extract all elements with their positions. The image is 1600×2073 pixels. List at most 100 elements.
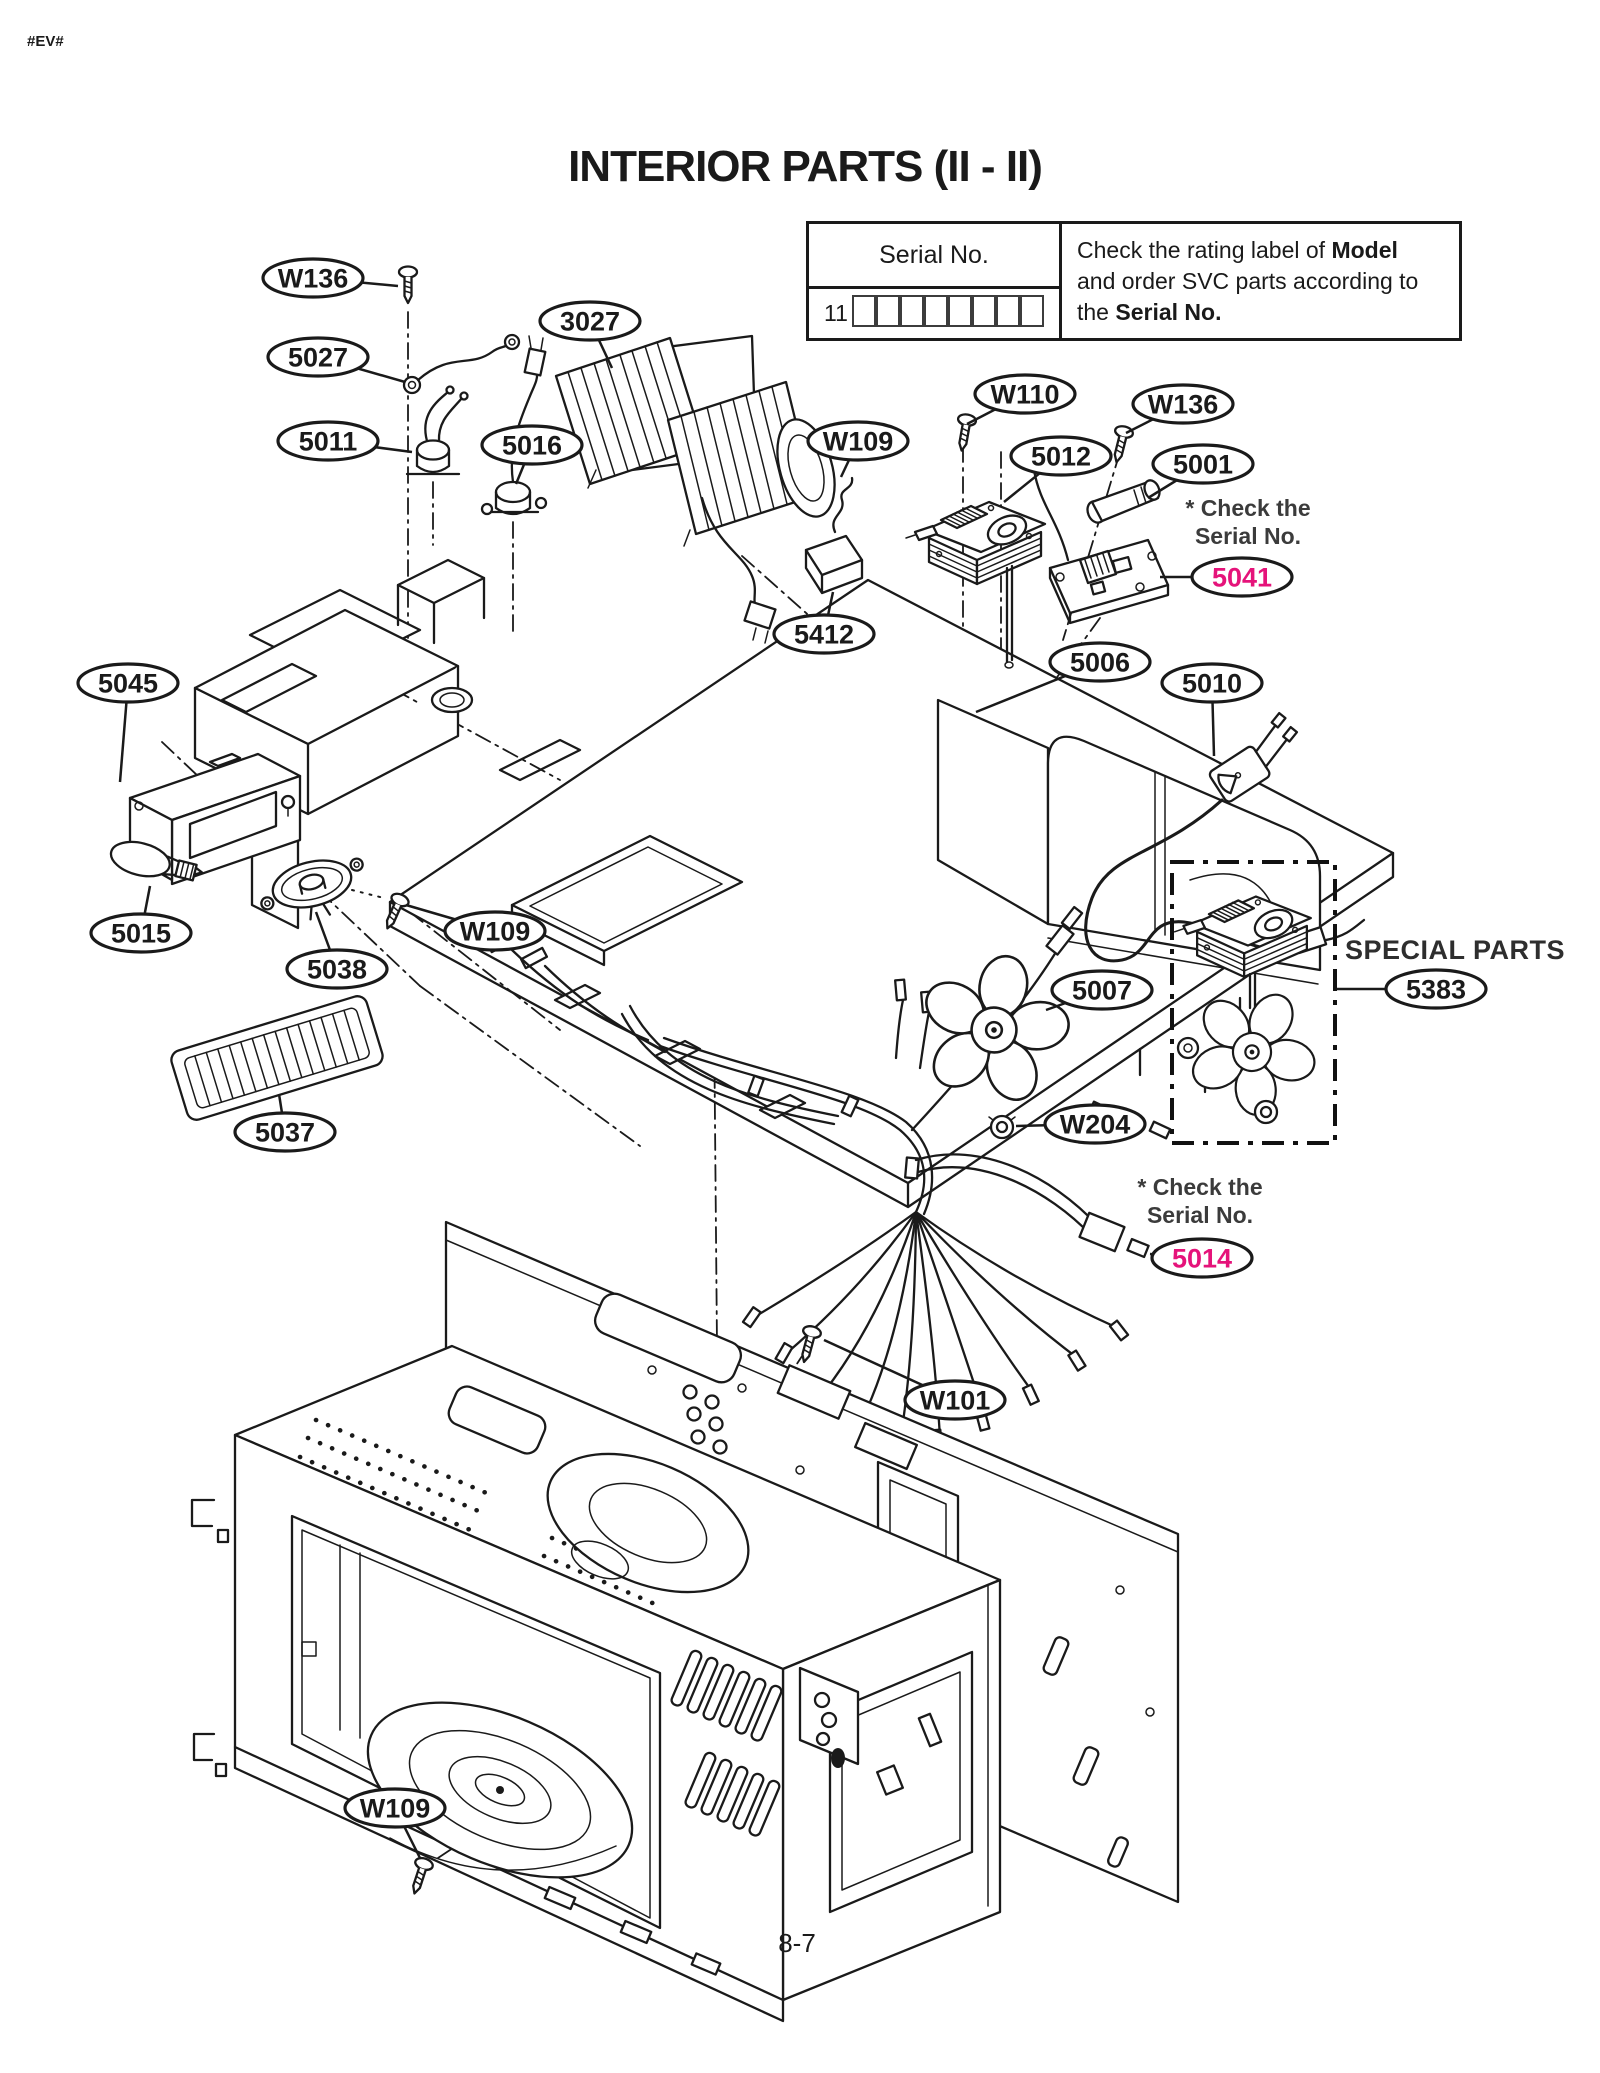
callout-5014-22: 5014 [1149, 1237, 1254, 1279]
callout-bubble [1190, 556, 1294, 598]
callout-label: 5007 [1072, 976, 1132, 1006]
callout-label: W109 [823, 427, 894, 457]
callout-label: 5412 [794, 620, 854, 650]
callout-label: W109 [460, 917, 531, 947]
callout-5045-12: 5045 [76, 662, 180, 783]
screw-w109-bottom [404, 1854, 436, 1898]
callout-5383-21: 5383 [1337, 968, 1488, 1010]
callout-label: 5015 [111, 919, 171, 949]
callout-label: 5041 [1212, 563, 1272, 593]
callout-5001-9: 5001 [1147, 443, 1255, 500]
callout-label: 5016 [502, 431, 562, 461]
callout-bubble [343, 1787, 447, 1829]
callout-bubble [266, 336, 370, 378]
screw-w110 [951, 411, 978, 454]
callout-label: 5038 [307, 955, 367, 985]
serial-code-box [899, 294, 924, 327]
callout-bubble [233, 1111, 337, 1153]
top-screw-w136 [397, 265, 419, 305]
fuse-5001 [1086, 479, 1161, 524]
callout-w109-24: W109 [343, 1787, 447, 1859]
callout-bubble [1050, 969, 1154, 1011]
serial-code-box [851, 294, 876, 327]
callout-w136-8: W136 [1125, 383, 1235, 435]
wire-harness-5014 [485, 905, 1150, 1454]
callout-label: 5010 [1182, 669, 1242, 699]
callout-label: W101 [920, 1386, 991, 1416]
callout-bubble [285, 948, 389, 990]
serial-code-box [1019, 294, 1044, 327]
serial-note-line3: the Serial No. [1077, 298, 1222, 325]
callout-bubble [1151, 443, 1255, 485]
callout-label: 5001 [1173, 450, 1233, 480]
callout-label: W136 [1148, 390, 1219, 420]
callout-label: 5383 [1406, 975, 1466, 1005]
callout-bubble [538, 300, 642, 342]
dotted-link [351, 889, 385, 899]
callout-bubble [1043, 1103, 1147, 1145]
relay-5412 [804, 476, 864, 595]
callout-5011-3: 5011 [276, 420, 413, 462]
serial-code-box [971, 294, 996, 327]
callout-bubble [772, 613, 876, 655]
corner-mark: #EV# [27, 33, 64, 50]
callout-w101-23: W101 [823, 1338, 1007, 1421]
callout-label: W204 [1060, 1110, 1131, 1140]
thermostat-5038 [260, 857, 364, 921]
vent-grille-5037 [170, 995, 384, 1121]
callout-5041-10: 5041 [1160, 556, 1294, 598]
page-title: INTERIOR PARTS (II - II) [568, 142, 1043, 191]
callout-label: 5045 [98, 669, 158, 699]
callout-bubble [1384, 968, 1488, 1010]
callout-w109-5: W109 [806, 420, 910, 478]
callout-bubble [973, 373, 1077, 415]
callout-5012-7: 5012 [1003, 435, 1113, 503]
callout-label: 5014 [1172, 1244, 1232, 1274]
callout-5038-16: 5038 [285, 911, 389, 990]
serial-number-header: Serial No. [879, 240, 989, 269]
callout-label: 5037 [255, 1118, 315, 1148]
serial-code-box [923, 294, 948, 327]
ground-wire-5027 [402, 333, 521, 395]
callout-bubble [1150, 1237, 1254, 1279]
callout-w109-17: W109 [405, 903, 547, 952]
callout-5016-4: 5016 [480, 424, 584, 485]
blower-assembly-3027 [554, 334, 836, 644]
callout-label: W110 [990, 380, 1059, 410]
serial-code-box [995, 294, 1020, 327]
serial-note-cell: Check the rating label of Model and orde… [1062, 224, 1459, 338]
callout-bubble [1160, 662, 1264, 704]
callout-label: 5027 [288, 343, 348, 373]
special-parts-label: SPECIAL PARTS [1345, 935, 1566, 965]
callout-5412-11: 5412 [772, 591, 876, 655]
serial-number-cell: Serial No. 11 [809, 224, 1062, 338]
page-number: 8-7 [778, 1928, 816, 1958]
oven-lamp-5015 [109, 840, 204, 882]
callout-w204-20: W204 [1015, 1103, 1147, 1145]
callout-label: 5006 [1070, 648, 1130, 678]
serial-code-box [947, 294, 972, 327]
callout-5006-13: 5006 [975, 641, 1152, 714]
screw-w101 [794, 1323, 824, 1366]
callout-bubble [903, 1379, 1007, 1421]
callout-5037-18: 5037 [233, 1093, 337, 1153]
callout-5015-15: 5015 [89, 885, 193, 954]
callout-bubble [276, 420, 380, 462]
callout-5027-1: 5027 [266, 336, 406, 384]
callout-bubble [443, 910, 547, 952]
callout-label: 5011 [299, 427, 358, 457]
callout-3027-2: 3027 [538, 300, 642, 369]
fan-motor-5012 [904, 500, 1047, 669]
callout-w136-0: W136 [261, 257, 399, 299]
callout-bubble [806, 420, 910, 462]
callout-bubble [1048, 641, 1152, 683]
callout-bubble [480, 424, 584, 466]
serial-code-box [875, 294, 900, 327]
callout-label: W136 [278, 264, 349, 294]
callout-bubble [261, 257, 365, 299]
special-parts-box [1161, 860, 1343, 1145]
callout-w110-6: W110 [966, 373, 1077, 426]
